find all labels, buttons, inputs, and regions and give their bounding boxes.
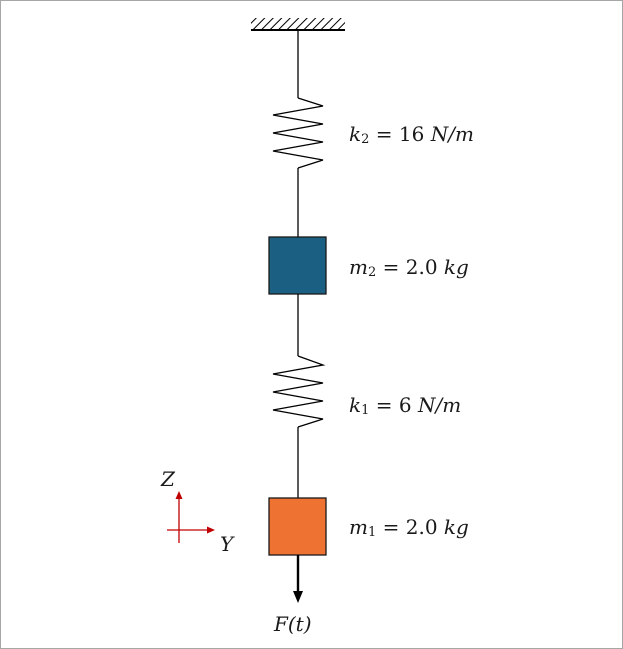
- spring-k2: [272, 97, 324, 169]
- spring-k2-label: k2 = 16 N/m: [349, 122, 474, 147]
- mass-m2-block: [268, 236, 327, 295]
- z-axis-label: Z: [161, 467, 175, 491]
- spring-k1-label: k1 = 6 N/m: [349, 393, 462, 418]
- y-axis-label: Y: [220, 532, 234, 556]
- spring-k1: [272, 355, 326, 428]
- mass-m2-label: m2 = 2.0 kg: [349, 255, 469, 280]
- force-arrowhead: [293, 591, 303, 603]
- coordinate-axes: [167, 491, 215, 543]
- ceiling-support: [251, 18, 345, 31]
- force-label: F(t): [274, 612, 312, 636]
- mass-m1-block: [268, 497, 327, 556]
- mass-m1-label: m1 = 2.0 kg: [349, 515, 469, 540]
